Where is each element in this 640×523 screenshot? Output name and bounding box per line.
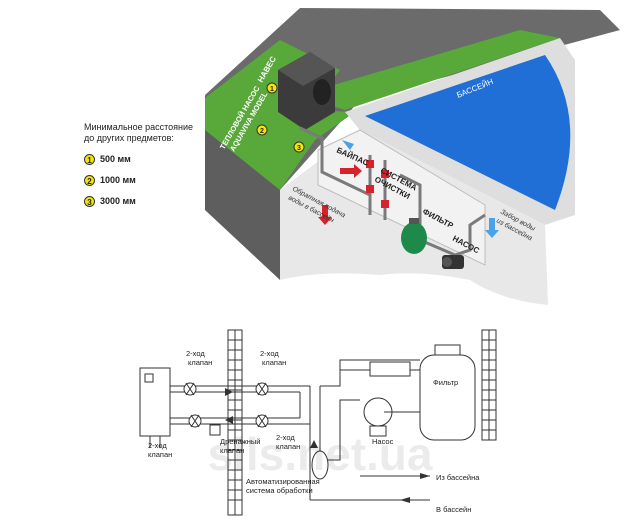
pump-unit bbox=[442, 255, 464, 269]
pool-installation-illustration: НАВЕС ТЕПЛОВОЙ НАСОС AQUAVIVA MODEL БАСС… bbox=[205, 8, 620, 305]
legend-distance: 3000 мм bbox=[100, 196, 136, 206]
legend-distance: 500 мм bbox=[100, 154, 131, 164]
brick-column-left bbox=[227, 329, 243, 516]
to-pool-label: В бассейн bbox=[436, 505, 471, 514]
valve-bottom-left-label-1: 2-ход bbox=[148, 441, 167, 450]
cartridge-unit bbox=[369, 361, 411, 377]
filter-schematic bbox=[419, 344, 476, 441]
drain-valve-label-2: клапан bbox=[220, 446, 244, 455]
drain-valve bbox=[209, 424, 221, 436]
pump-schematic-label: Насос bbox=[372, 437, 394, 446]
valve-top-left bbox=[183, 382, 197, 396]
svg-text:1: 1 bbox=[270, 86, 274, 93]
valve-bottom-right bbox=[255, 414, 269, 428]
distance-badge-1: 1 bbox=[266, 82, 278, 94]
grass-strip bbox=[300, 30, 560, 110]
valve-top-left-label-1: 2-ход bbox=[186, 349, 205, 358]
bypass-valves bbox=[366, 160, 389, 208]
auto-treatment-label-2: система обработки bbox=[246, 486, 313, 495]
valve-bottom-left-label-2: клапан bbox=[148, 450, 172, 459]
legend-title: Минимальное расстояние до других предмет… bbox=[84, 122, 194, 143]
drain-valve-label-1: Дренажный bbox=[220, 437, 260, 446]
legend-badge: 2 bbox=[84, 174, 95, 186]
schematic-flow-arrows bbox=[225, 388, 430, 503]
brick-column-right bbox=[481, 329, 497, 441]
plumbing-schematic bbox=[139, 329, 497, 516]
valve-top-right-label-2: клапан bbox=[262, 358, 286, 367]
pump-schematic bbox=[363, 397, 420, 437]
heat-pump-schematic bbox=[139, 367, 171, 448]
valve-top-right-label-1: 2-ход bbox=[260, 349, 279, 358]
valve-top-right bbox=[255, 382, 269, 396]
legend-distance: 1000 мм bbox=[100, 175, 136, 185]
from-pool-label: Из бассейна bbox=[436, 473, 480, 482]
svg-text:2: 2 bbox=[260, 128, 264, 135]
filter-unit bbox=[401, 218, 427, 254]
heat-pump-unit bbox=[278, 52, 335, 130]
valve-top-left-label-2: клапан bbox=[188, 358, 212, 367]
flow-arrows bbox=[318, 140, 499, 238]
svg-text:3: 3 bbox=[297, 145, 301, 152]
auto-treatment-label-1: Автоматизированная bbox=[246, 477, 320, 486]
legend-item: 1 500 мм bbox=[84, 152, 284, 166]
legend-item: 2 1000 мм bbox=[84, 173, 284, 187]
watermark: slls.net.ua bbox=[208, 428, 433, 480]
legend-badge: 1 bbox=[84, 153, 95, 165]
distance-badge-3: 3 bbox=[293, 141, 305, 153]
distance-badge-2: 2 bbox=[256, 124, 268, 136]
valve-bottom-left bbox=[188, 414, 202, 428]
auto-treatment-unit bbox=[311, 450, 329, 480]
legend-item: 3 3000 мм bbox=[84, 194, 284, 208]
pool-water bbox=[365, 55, 571, 210]
valve-bottom-right-label-2: клапан bbox=[276, 442, 300, 451]
cutaway-inner-wall bbox=[317, 129, 486, 266]
filter-schematic-label: Фильтр bbox=[433, 378, 458, 387]
schematic-labels: 2-ход клапан 2-ход клапан 2-ход клапан Д… bbox=[148, 349, 480, 514]
clearance-legend: Минимальное расстояние до других предмет… bbox=[84, 122, 284, 215]
legend-badge: 3 bbox=[84, 195, 95, 207]
valve-bottom-right-label-1: 2-ход bbox=[276, 433, 295, 442]
